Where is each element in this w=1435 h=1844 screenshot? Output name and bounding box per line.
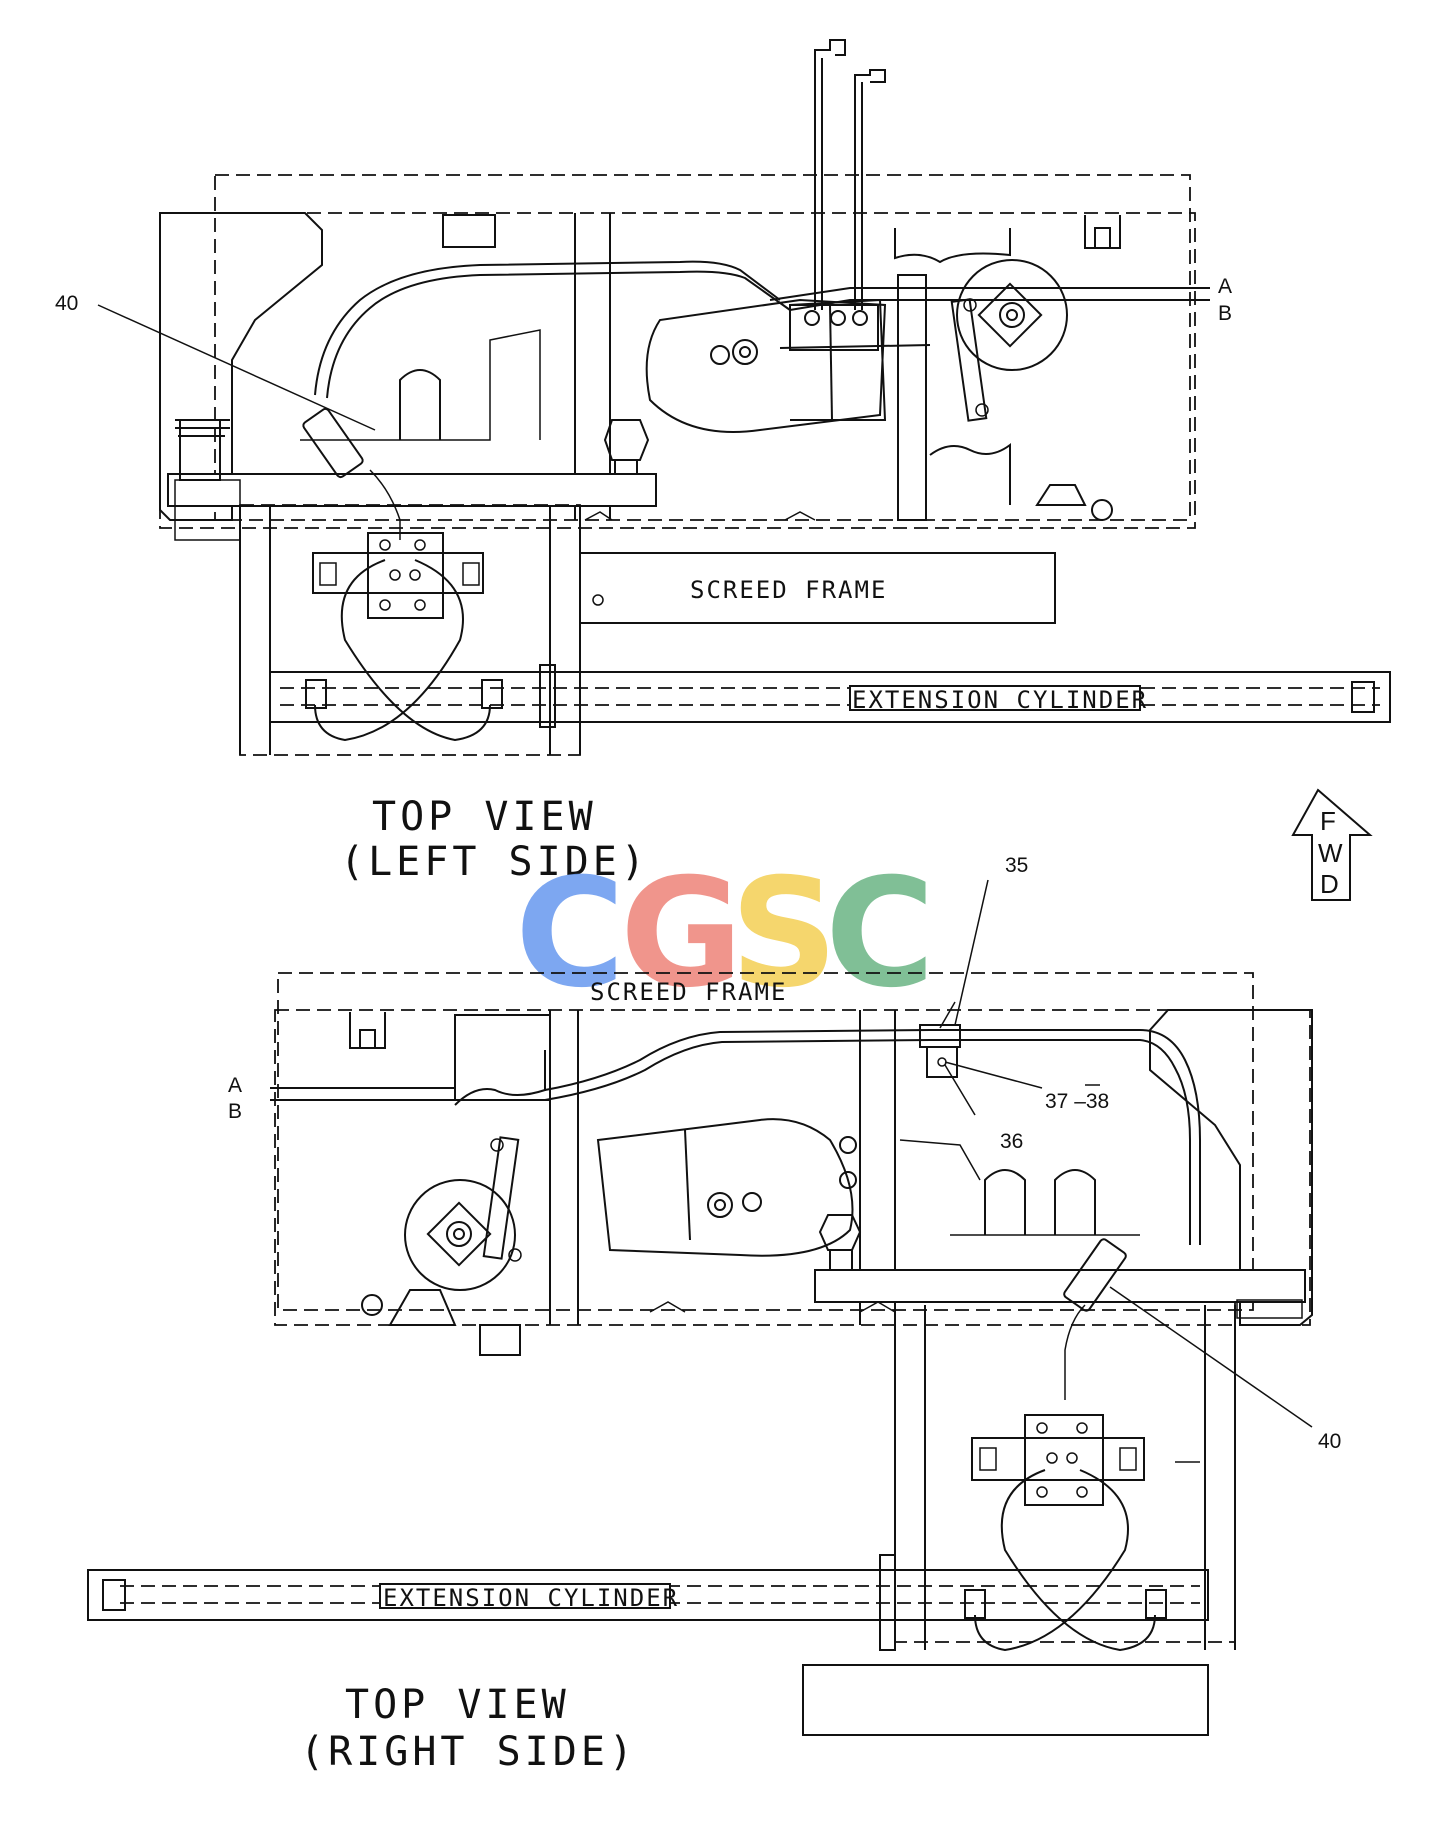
bottom-clamp-35 <box>919 1024 961 1048</box>
top-left-end-block <box>159 212 323 521</box>
bottom-callout-35: 35 <box>1005 854 1028 877</box>
top-vertical-post <box>897 274 927 521</box>
bottom-view-title-line1: TOP VIEW <box>345 1682 570 1728</box>
watermark-letter-s: S <box>730 847 838 1021</box>
fwd-letter-d: D <box>1320 869 1339 899</box>
bottom-u-slot-1 <box>984 1169 1026 1235</box>
fwd-letter-f: F <box>1320 806 1336 836</box>
bottom-end-plate <box>802 1664 1209 1736</box>
watermark-letter-g: G <box>620 847 743 1021</box>
bottom-valve-body <box>1024 1414 1104 1506</box>
top-view-title-line1: TOP VIEW <box>372 794 597 840</box>
top-sleeve-40 <box>302 407 364 479</box>
cgsc-watermark: C G S C <box>515 847 935 1021</box>
top-line-b-label: B <box>1218 302 1232 325</box>
bottom-crossing-hose-2 <box>974 1469 1129 1652</box>
watermark-letter-c1: C <box>515 847 625 1021</box>
top-callout-40: 40 <box>55 292 78 315</box>
top-notch-tab-2 <box>1084 215 1121 249</box>
top-hydraulic-line-a <box>769 287 1210 301</box>
bottom-extension-cylinder <box>87 1569 1209 1621</box>
bottom-clamp-bar <box>482 1136 520 1260</box>
fwd-arrow: F W D <box>1291 788 1373 901</box>
top-cylinder-body <box>645 298 887 433</box>
top-cross-member <box>167 473 657 507</box>
top-test-line-1 <box>814 39 846 310</box>
bottom-u-slot-2 <box>1054 1169 1096 1235</box>
top-test-line-2 <box>854 69 886 310</box>
bottom-outer-frame <box>277 972 1254 1311</box>
bottom-callout-37-38: 37 –38 <box>1045 1090 1109 1113</box>
top-rotary-actuator <box>956 259 1068 371</box>
bottom-right-end-block <box>1149 1009 1313 1326</box>
top-view-left-side: SCREED FRAME EXTENSION CYLINDER 40 A B T… <box>55 39 1391 885</box>
top-view-right-side: SCREED FRAME <box>87 854 1341 1775</box>
top-crossing-hose-1 <box>340 559 491 742</box>
top-extension-cylinder <box>269 671 1391 723</box>
bottom-callout-36: 36 <box>1000 1130 1023 1153</box>
top-line-a-label: A <box>1218 275 1232 298</box>
bottom-crossing-hose-1 <box>1000 1469 1156 1652</box>
fwd-arrow-shape <box>1291 788 1373 901</box>
bottom-callout-40-leader <box>1109 1286 1313 1428</box>
bottom-line-b-label: B <box>228 1100 242 1123</box>
top-valve-mount <box>312 552 484 594</box>
fwd-letter-w: W <box>1318 838 1343 868</box>
top-screed-frame-label: SCREED FRAME <box>690 576 887 604</box>
top-hydraulic-line-b <box>789 299 1210 311</box>
top-crossing-hose-2 <box>314 559 464 742</box>
bottom-valve-mount <box>971 1437 1145 1481</box>
watermark-letter-c2: C <box>825 847 935 1021</box>
top-callout-40-leader <box>97 304 376 431</box>
bottom-cylinder-body <box>596 1118 854 1257</box>
bottom-rotary-actuator <box>404 1179 516 1291</box>
top-u-slot <box>399 369 441 440</box>
top-view-title-line2: (LEFT SIDE) <box>340 839 649 885</box>
bottom-cross-member <box>814 1269 1306 1303</box>
bottom-main-frame <box>274 1009 1311 1326</box>
top-manifold-block <box>789 304 879 351</box>
top-screed-frame-box <box>579 552 1056 624</box>
bottom-line-a-label: A <box>228 1074 242 1097</box>
bottom-screed-frame-label: SCREED FRAME <box>590 978 787 1006</box>
bottom-sleeve-40 <box>1063 1238 1127 1312</box>
bottom-clamp-36 <box>926 1046 958 1078</box>
bottom-view-title-line2: (RIGHT SIDE) <box>300 1729 637 1775</box>
bottom-callout-40: 40 <box>1318 1430 1341 1453</box>
top-valve-body <box>367 532 444 619</box>
top-extension-cylinder-label: EXTENSION CYLINDER <box>852 686 1148 714</box>
top-outer-frame <box>214 174 1191 521</box>
top-notch-tab-1 <box>442 214 496 248</box>
bottom-extension-cylinder-label: EXTENSION CYLINDER <box>383 1584 679 1612</box>
